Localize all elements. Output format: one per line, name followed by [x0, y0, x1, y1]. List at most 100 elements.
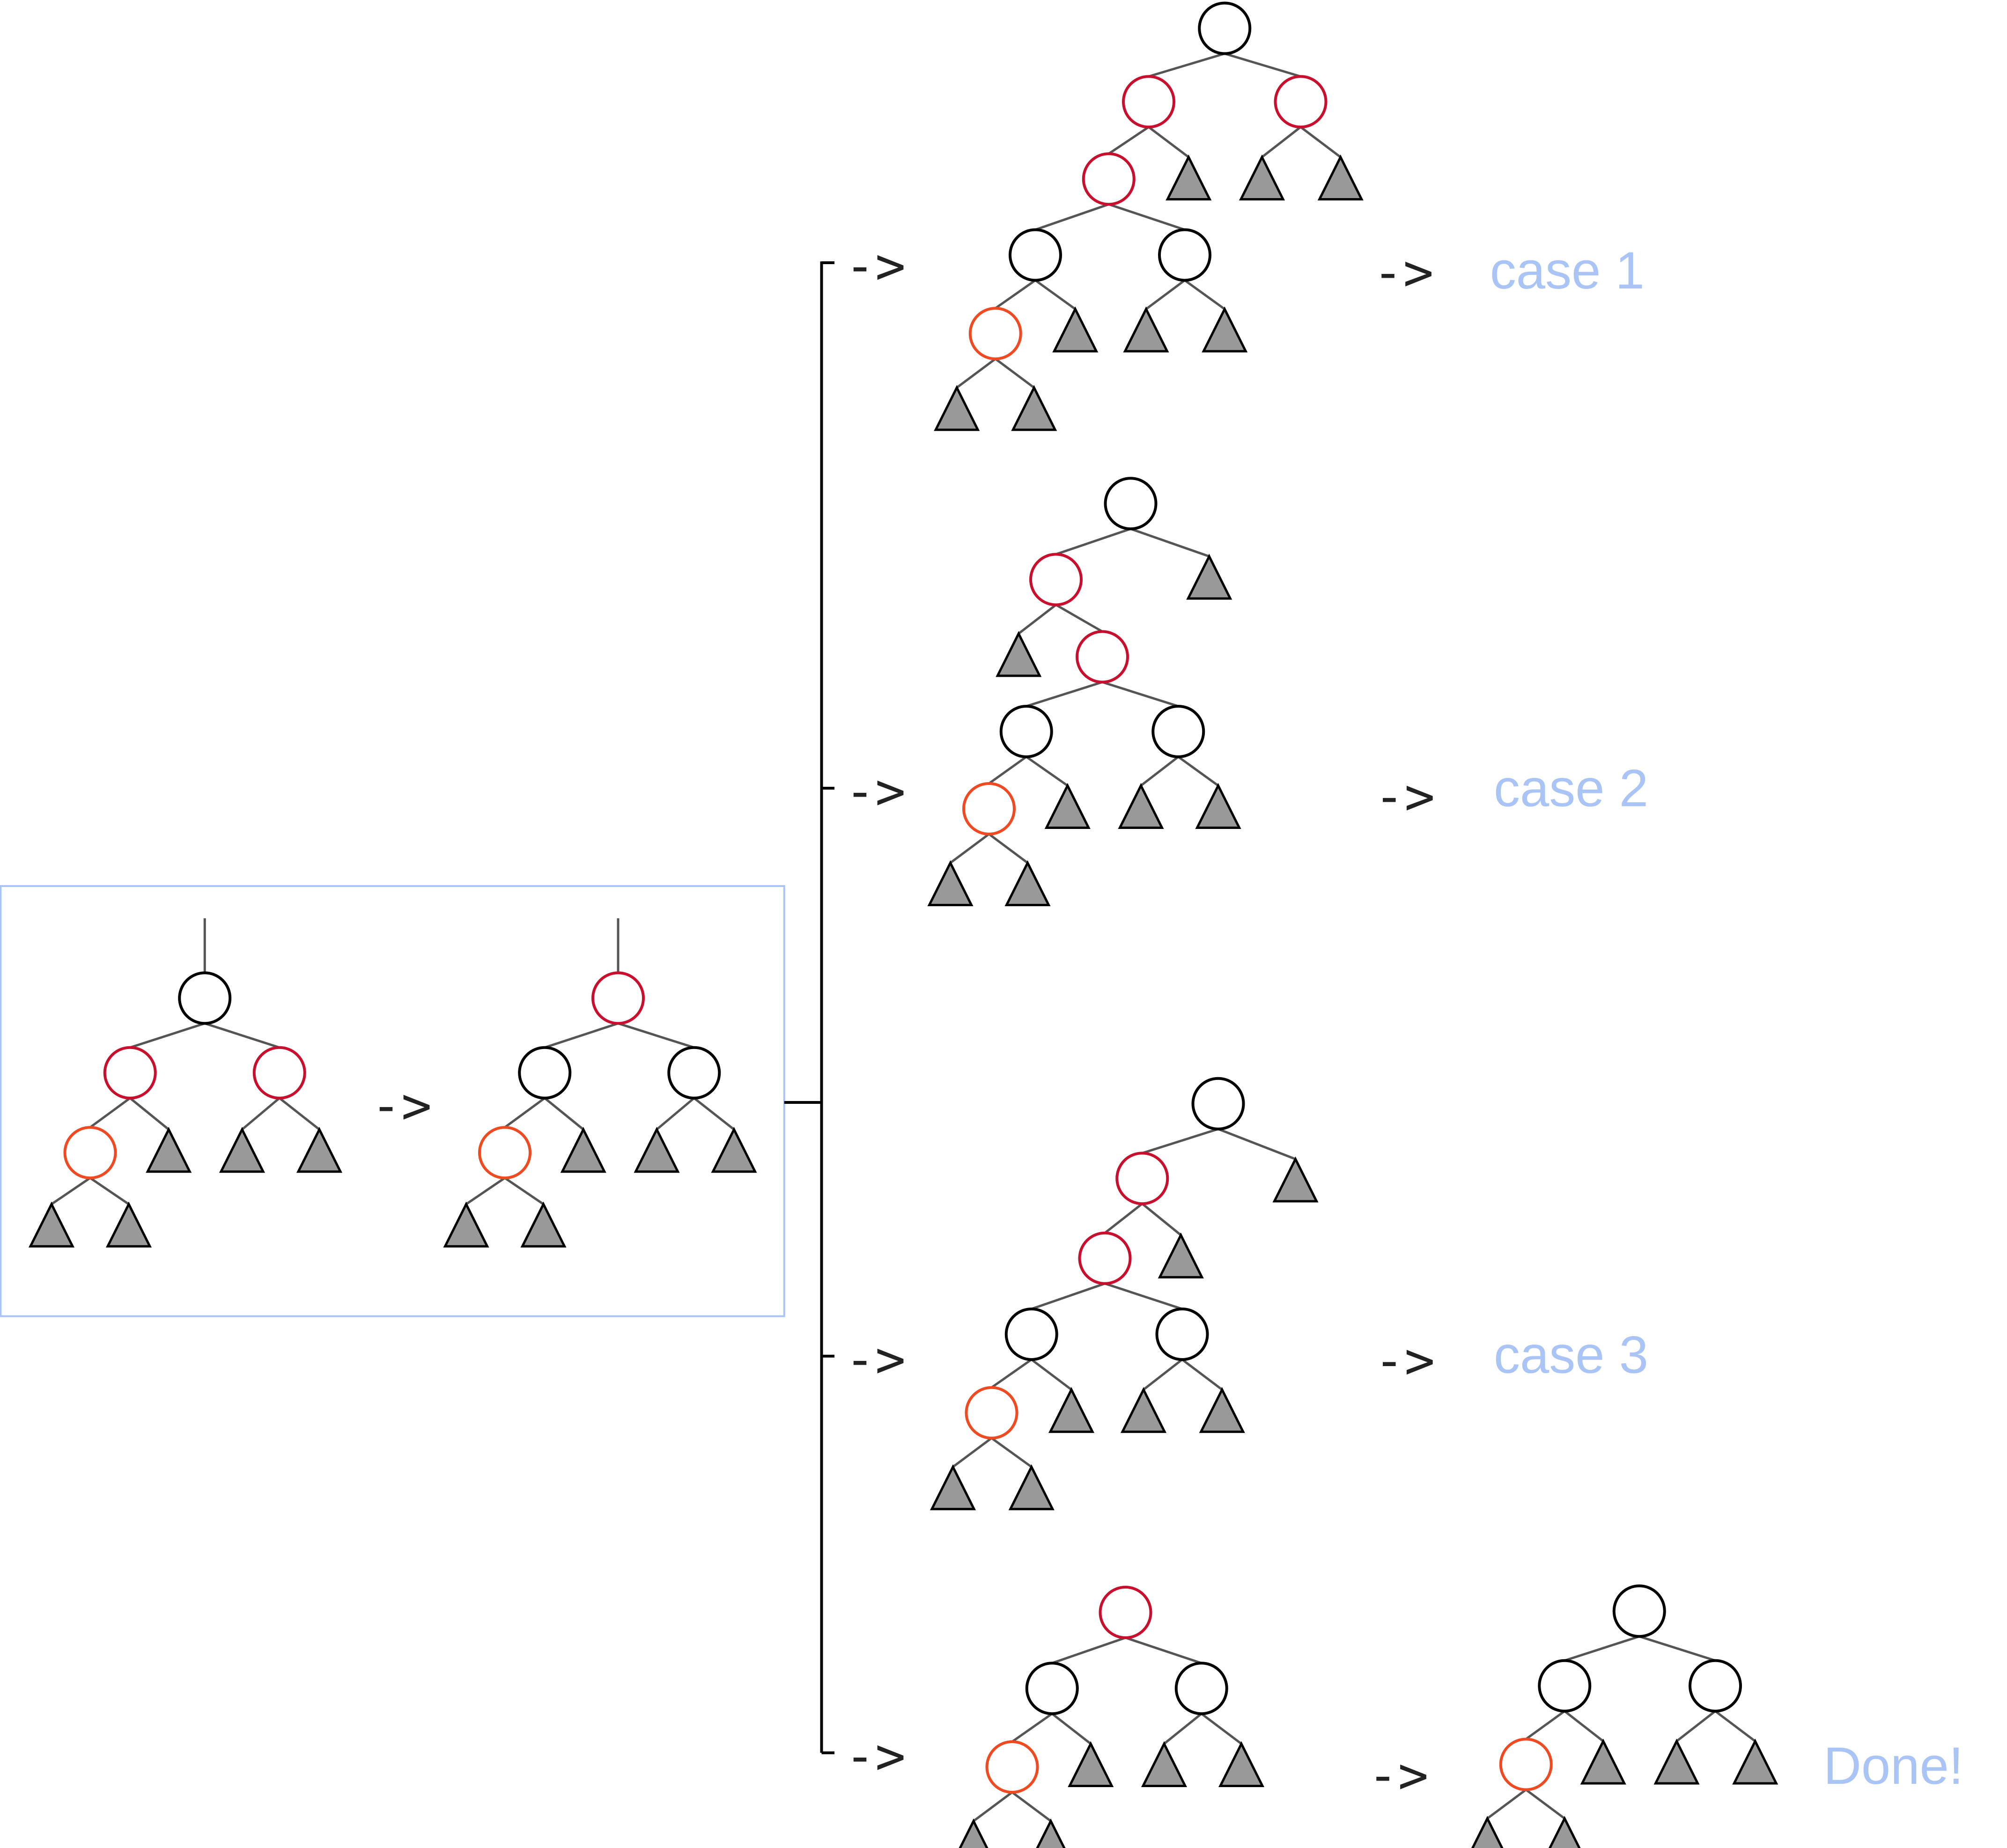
case1-node-black-a: [1198, 1, 1252, 55]
tree-edge: [204, 1022, 280, 1049]
tree-edge: [1141, 1203, 1182, 1236]
leaf-subtree-triangle: [930, 1464, 976, 1510]
tree-edge: [973, 1791, 1013, 1822]
done-after-node-black-u: [1689, 1659, 1742, 1713]
tree-edge: [1051, 1713, 1092, 1745]
tree-edge: [991, 1437, 1033, 1468]
leaf-subtree-triangle: [1120, 1387, 1167, 1433]
tree-edge: [504, 1097, 546, 1129]
branch-arrow-1: ->: [845, 237, 906, 296]
tree-edge: [1055, 527, 1131, 555]
tree-after-node-red-g: [591, 971, 645, 1025]
leaf-subtree-triangle: [1199, 1387, 1245, 1433]
tree-edge: [991, 1358, 1033, 1389]
leaf-subtree-triangle: [1272, 1156, 1319, 1203]
case1-arrow: ->: [1373, 244, 1434, 302]
leaf-subtree-triangle: [1186, 554, 1232, 600]
case2-node-black-f: [1151, 705, 1205, 758]
case1-node-orange-x: [968, 307, 1022, 361]
tree-edge: [950, 833, 990, 864]
tree-before-node-red-u: [252, 1046, 306, 1100]
case2-label: case 2: [1494, 759, 1648, 818]
tree-edge: [1525, 1710, 1565, 1740]
case3-node-black-a: [1191, 1077, 1245, 1131]
leaf-subtree-triangle: [1471, 1816, 1504, 1848]
case1-node-black-f: [1158, 228, 1211, 282]
case1-node-red-d: [1082, 152, 1136, 206]
tree-edge: [1163, 1713, 1203, 1745]
tree-edge: [1184, 279, 1225, 310]
done-after-node-orange-x: [1499, 1737, 1553, 1791]
tree-edge: [1675, 1710, 1716, 1742]
tree-edge: [1143, 1359, 1183, 1391]
case2-node-black-a: [1104, 477, 1158, 531]
tree-edge: [1564, 1635, 1640, 1662]
tree-edge: [1181, 1359, 1223, 1391]
done-before-node-black-p: [1025, 1662, 1079, 1715]
tree-edge: [1148, 126, 1189, 158]
tree-after-node-black-p: [518, 1046, 572, 1100]
tree-edge: [279, 1097, 320, 1131]
case3-node-black-e: [1004, 1308, 1058, 1361]
leaf-subtree-triangle: [711, 1127, 757, 1173]
leaf-subtree-triangle: [296, 1127, 343, 1173]
leaf-subtree-triangle: [1548, 1816, 1581, 1848]
tree-edge: [1055, 604, 1103, 633]
tree-edge: [995, 358, 1035, 389]
tree-edge: [1018, 604, 1057, 635]
leaf-subtree-triangle: [1195, 783, 1241, 829]
case1-node-red-c: [1274, 75, 1328, 129]
tree-before-node-black-g: [178, 971, 232, 1025]
tree-edge: [1104, 1203, 1143, 1234]
tree-edge: [504, 1177, 544, 1205]
done-before-node-red-g: [1099, 1586, 1152, 1639]
tree-edge: [1125, 1636, 1202, 1664]
tree-edge: [1148, 52, 1225, 78]
case3-node-red-d: [1078, 1231, 1132, 1285]
leaf-subtree-triangle: [146, 1127, 192, 1173]
leaf-subtree-triangle: [1653, 1738, 1700, 1785]
leaf-subtree-triangle: [1118, 783, 1164, 829]
leaf-subtree-triangle: [1068, 1741, 1114, 1787]
tree-edge: [1130, 527, 1210, 558]
case1-node-black-e: [1009, 228, 1062, 282]
tree-edge: [1104, 1282, 1183, 1310]
tree-edge: [988, 833, 1028, 864]
tree-before-node-orange-x: [63, 1126, 117, 1180]
tree-edge: [988, 755, 1027, 785]
leaf-subtree-triangle: [560, 1127, 606, 1173]
done-arrow: ->: [1368, 1746, 1429, 1805]
tree-edge: [1108, 126, 1150, 155]
case3-node-orange-x: [965, 1386, 1018, 1440]
leaf-subtree-triangle: [1004, 860, 1051, 906]
arrow-before-to-after: ->: [371, 1077, 432, 1135]
leaf-subtree-triangle: [1123, 306, 1169, 353]
case3-label: case 3: [1494, 1326, 1648, 1384]
branch-arrow-2: ->: [845, 762, 906, 821]
case2-node-red-d: [1076, 630, 1129, 684]
tree-edge: [618, 1022, 695, 1049]
tree-edge: [1026, 681, 1103, 708]
done-after-node-black-g: [1612, 1584, 1666, 1638]
leaf-subtree-triangle: [1158, 1232, 1204, 1279]
tree-after-node-black-u: [667, 1046, 721, 1100]
tree-edge: [1035, 203, 1109, 231]
done-after-node-black-p: [1538, 1659, 1592, 1713]
tree-edge: [1102, 681, 1179, 708]
leaf-subtree-triangle: [28, 1201, 75, 1248]
leaf-subtree-triangle: [1036, 1818, 1066, 1848]
tree-edge: [544, 1022, 619, 1049]
tree-edge: [956, 358, 996, 389]
tree-edge: [1525, 1789, 1565, 1820]
done-before-node-black-u: [1174, 1662, 1228, 1715]
leaf-subtree-triangle: [996, 631, 1042, 677]
leaf-subtree-triangle: [443, 1201, 489, 1248]
leaf-subtree-triangle: [1218, 1741, 1265, 1787]
leaf-subtree-triangle: [520, 1201, 567, 1248]
tree-edge: [89, 1177, 130, 1205]
leaf-subtree-triangle: [219, 1127, 266, 1173]
leaf-subtree-triangle: [927, 860, 974, 906]
case3-node-black-f: [1155, 1308, 1209, 1361]
leaf-subtree-triangle: [1580, 1738, 1626, 1785]
